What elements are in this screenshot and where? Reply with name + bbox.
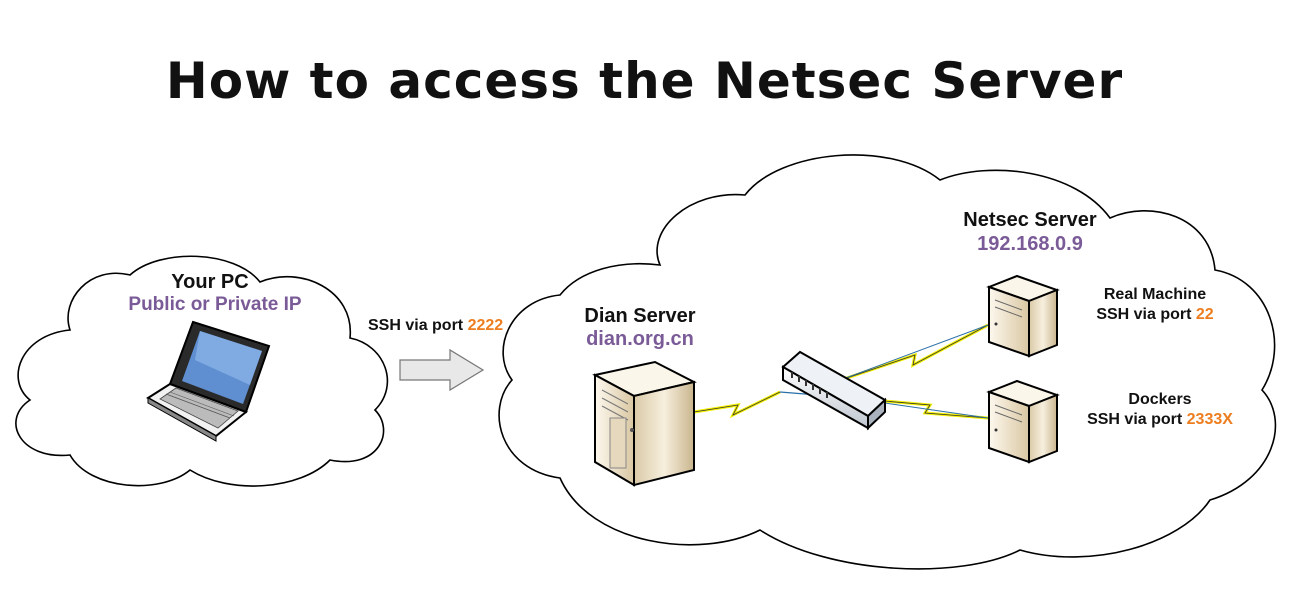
netsec-server-ip: 192.168.0.9 [977,233,1083,255]
dockers-ssh-text: SSH via port [1087,411,1187,428]
page-title: How to access the Netsec Server [165,52,1124,110]
pc-name: Your PC [171,271,249,293]
dian-server-name: Dian Server [584,305,696,327]
dockers-name: Dockers [1128,391,1192,408]
netsec-server-name: Netsec Server [963,209,1097,231]
dian-server-icon [592,360,697,487]
pc-ip: Public or Private IP [128,294,302,315]
dockers-server-icon [986,379,1060,464]
dockers-port: 2333X [1186,411,1233,428]
dian-server-host: dian.org.cn [586,328,694,350]
real-machine-name: Real Machine [1103,286,1207,303]
network-cloud [498,154,1277,570]
ssh-link-label: SSH via port 2222 [368,317,503,335]
ssh-arrow [399,348,485,392]
real-machine-ssh-text: SSH via port [1096,306,1196,323]
ssh-link-port: 2222 [467,317,504,334]
real-machine-server-icon [986,274,1060,358]
real-machine-ssh: SSH via port 22 [1075,306,1235,324]
real-machine-port: 22 [1195,306,1214,323]
switch-icon [781,350,887,431]
dockers-ssh: SSH via port 2333X [1070,411,1250,429]
ssh-link-text: SSH via port [368,317,468,334]
laptop-icon [146,320,271,442]
